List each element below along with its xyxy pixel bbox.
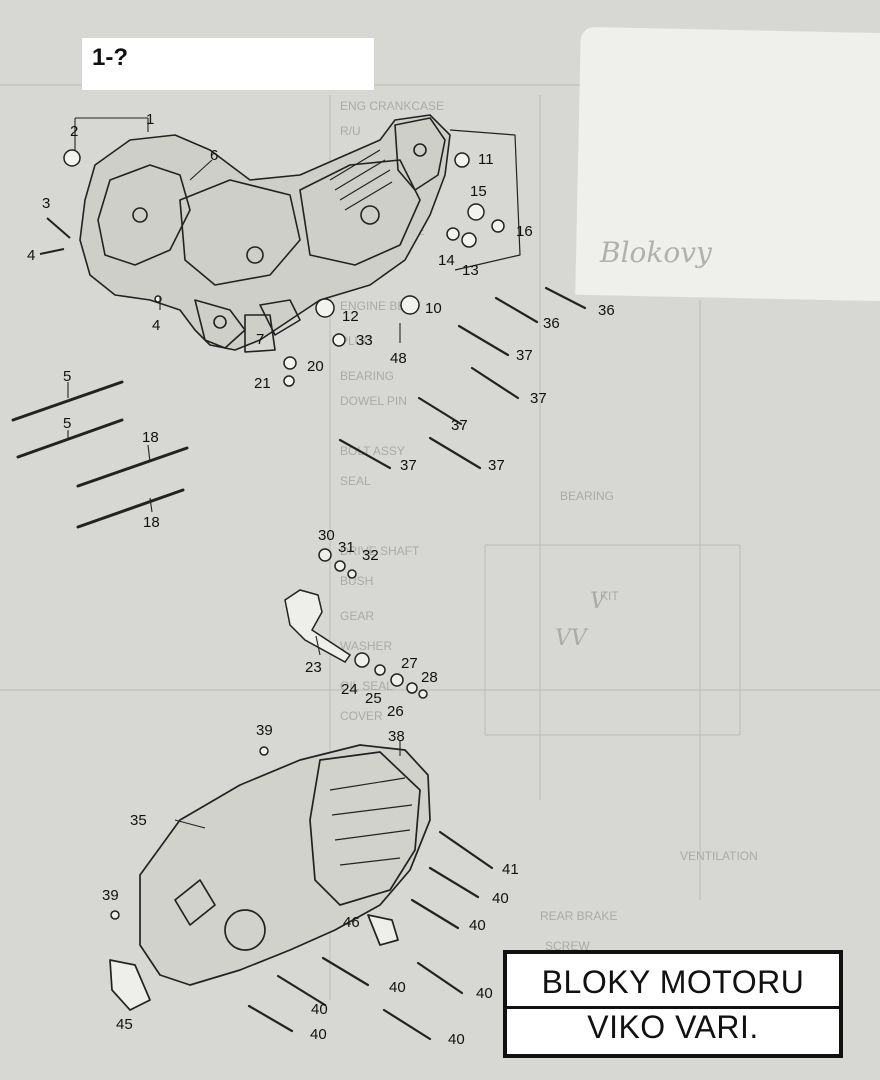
callout-number: 26: [387, 703, 404, 720]
background-text-line: BEARING: [340, 369, 394, 383]
background-handwriting: VV: [555, 626, 589, 651]
callout-number: 33: [356, 332, 373, 349]
caption-line-1: BLOKY MOTORU: [541, 964, 805, 1000]
caption-box: BLOKY MOTORU VIKO VARI.: [503, 950, 843, 1058]
caption-line-2: VIKO VARI.: [587, 1009, 759, 1045]
callout-number: 23: [305, 659, 322, 676]
callout-number: 6: [210, 147, 218, 164]
background-text-line: REAR BRAKE: [540, 909, 617, 923]
background-text-line: SCREW: [545, 939, 590, 953]
callout-number: 40: [310, 1026, 327, 1043]
background-text-line: BOLT ASSY: [340, 444, 405, 458]
callout-number: 30: [318, 527, 335, 544]
callout-number: 25: [365, 690, 382, 707]
long-studs: [11, 380, 189, 529]
background-text-line: KIT: [600, 589, 619, 603]
callout-number: 36: [543, 315, 560, 332]
callout-number: 39: [256, 722, 273, 739]
background-text-line: OIL SEAL: [340, 679, 393, 693]
callout-number: 38: [388, 728, 405, 745]
background-text-line: SEAL: [340, 474, 371, 488]
callout-number: 15: [470, 183, 487, 200]
callout-number: 40: [476, 985, 493, 1002]
background-text-line: WASHER: [340, 639, 393, 653]
callout-number: 45: [116, 1016, 133, 1033]
callout-number: 35: [130, 812, 147, 829]
background-text-line: R/U: [340, 124, 361, 138]
background-text-line: PLUG: [340, 334, 373, 348]
background-text-line: DOWEL PIN: [340, 394, 407, 408]
callout-number: 40: [492, 890, 509, 907]
callout-number: 37: [400, 457, 417, 474]
callout-number: 40: [311, 1001, 328, 1018]
callout-number: 5: [63, 415, 71, 432]
callout-number: 10: [425, 300, 442, 317]
callout-layer: 1234455671011121314151618182021232425262…: [27, 111, 615, 1048]
callout-number: 40: [469, 917, 486, 934]
crankcase-assembly: [79, 114, 521, 353]
callout-number: 16: [516, 223, 533, 240]
variator-cover: [109, 744, 431, 1011]
callout-number: 46: [343, 914, 360, 931]
callout-number: 40: [448, 1031, 465, 1048]
crankcase-hardware: [63, 149, 505, 387]
callout-number: 37: [530, 390, 547, 407]
background-text-line: COVER: [340, 709, 383, 723]
callout-number: 12: [342, 308, 359, 325]
background-handwriting: Blokovy: [599, 236, 713, 269]
callout-number: 24: [341, 681, 358, 698]
callout-number: 27: [401, 655, 418, 672]
background-text-line: GEAR: [340, 609, 374, 623]
callout-number: 20: [307, 358, 324, 375]
background-text-line: BEARING: [560, 489, 614, 503]
background-text-line: DRIVE SHAFT: [340, 544, 420, 558]
callout-number: 2: [70, 123, 78, 140]
small-bolts: [39, 217, 71, 255]
background-text-line: ENGINE BELT: [340, 299, 419, 313]
callout-number: 4: [152, 317, 160, 334]
callout-number: 3: [42, 195, 50, 212]
cover-bolts: [247, 286, 587, 1041]
callout-number: 21: [254, 375, 271, 392]
callout-number: 37: [451, 417, 468, 434]
callout-number: 37: [488, 457, 505, 474]
callout-number: 41: [502, 861, 519, 878]
callout-number: 32: [362, 547, 379, 564]
kickstart-parts: [110, 548, 428, 920]
callout-number: 14: [438, 252, 455, 269]
background-text-line: BUSH: [340, 574, 373, 588]
callout-number: 4: [27, 247, 35, 264]
callout-number: 39: [102, 887, 119, 904]
callout-number: 5: [63, 368, 71, 385]
page-title: 1-?: [82, 38, 374, 90]
callout-number: 11: [478, 151, 494, 168]
background-handwriting: V: [590, 589, 608, 614]
callout-number: 1: [146, 111, 154, 128]
background-text-line: ENG CRANKCASE: [340, 99, 444, 113]
callout-number: 40: [389, 979, 406, 996]
callout-number: 48: [390, 350, 407, 367]
callout-number: 36: [598, 302, 615, 319]
callout-number: 13: [462, 262, 479, 279]
callout-number: 37: [516, 347, 533, 364]
background-text-line: VENTILATION: [680, 849, 758, 863]
callout-number: 28: [421, 669, 438, 686]
callout-number: 18: [143, 514, 160, 531]
callout-number: 18: [142, 429, 159, 446]
leader-lines: [67, 117, 401, 829]
caption-divider: [507, 1006, 839, 1009]
callout-number: 31: [338, 539, 355, 556]
callout-number: 7: [256, 331, 264, 348]
